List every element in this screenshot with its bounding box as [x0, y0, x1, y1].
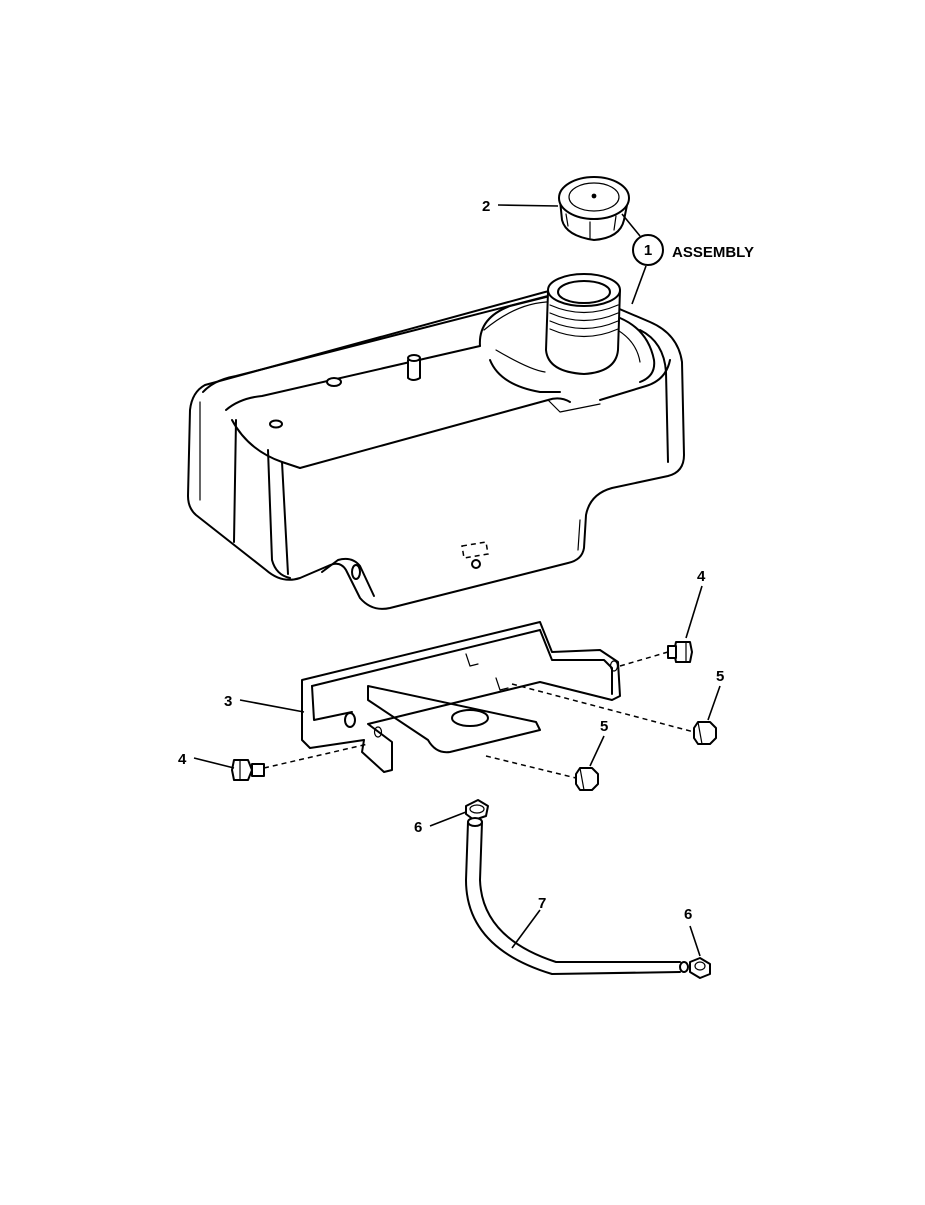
leader-4-left — [193, 757, 235, 769]
bolt-right — [667, 641, 693, 663]
nut-center — [575, 767, 599, 791]
leader-6-top — [429, 811, 467, 827]
callout-5-center: 5 — [600, 718, 608, 735]
callout-1-circle — [632, 234, 664, 266]
callout-2: 2 — [482, 198, 490, 215]
callout-5-right: 5 — [716, 668, 724, 685]
leader-5-center — [589, 735, 605, 767]
callout-6-bottom: 6 — [684, 906, 692, 923]
align-line-nut-right — [511, 683, 695, 733]
align-line-bolt-right — [619, 651, 669, 667]
leader-3 — [239, 699, 305, 713]
callout-7: 7 — [538, 895, 546, 912]
tank-bracket — [301, 621, 621, 773]
callout-1: 1 — [644, 242, 652, 259]
clamp-bottom — [689, 957, 711, 979]
clamp-top — [465, 799, 489, 821]
leader-1-to-tank — [631, 265, 647, 305]
leader-5-right — [707, 685, 721, 721]
fuel-cap — [558, 176, 630, 241]
fuel-line — [465, 817, 689, 975]
leader-6-bottom — [689, 925, 701, 957]
leader-4-right — [685, 585, 703, 639]
leader-7 — [511, 909, 541, 949]
callout-6-top: 6 — [414, 819, 422, 836]
callout-4-left: 4 — [178, 751, 187, 768]
nut-right — [693, 721, 717, 745]
filler-neck — [545, 273, 621, 375]
callout-4-right: 4 — [697, 568, 706, 585]
callout-3: 3 — [224, 693, 232, 710]
align-line-nut-center — [485, 755, 577, 779]
leader-2 — [497, 204, 559, 207]
callout-1-assembly-label: ASSEMBLY — [672, 244, 754, 261]
bolt-left — [231, 759, 265, 781]
leader-1-to-cap — [621, 213, 641, 237]
